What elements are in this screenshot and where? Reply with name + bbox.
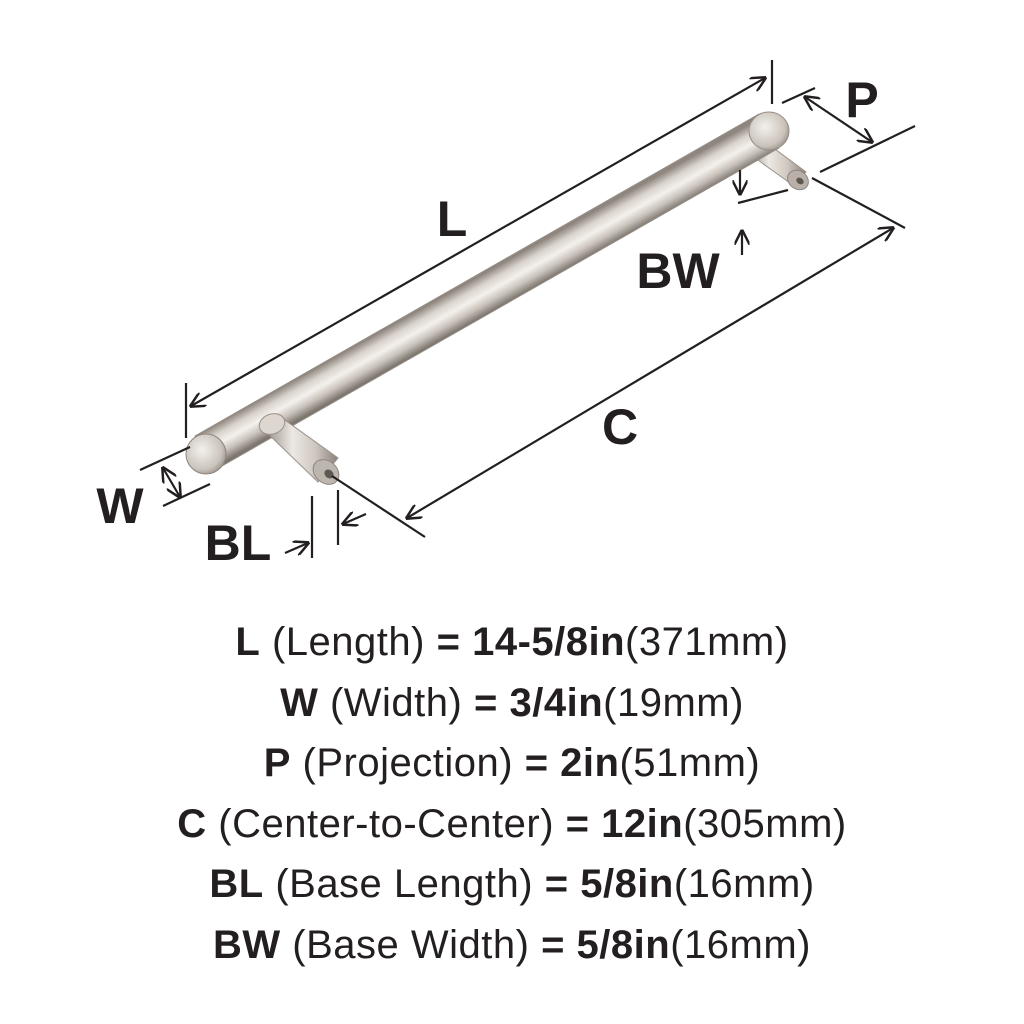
p-extension-bottom [819, 125, 916, 173]
dimension-spec-list: L (Length) = 14-5/8in(371mm) W (Width) =… [0, 612, 1024, 975]
label-bl: BL [205, 515, 272, 571]
w-extension-bottom [162, 483, 211, 507]
label-l: L [437, 191, 468, 247]
spec-metric: (16mm) [673, 862, 815, 906]
spec-equals: = [544, 862, 569, 906]
spec-base-length: BL (Base Length) = 5/8in(16mm) [0, 854, 1024, 915]
spec-symbol: C [177, 801, 207, 846]
spec-name: (Projection) [302, 741, 514, 785]
spec-equals: = [524, 741, 549, 785]
spec-metric: (19mm) [603, 680, 744, 725]
spec-imperial: 2in [560, 741, 620, 785]
handle-dimension-diagram: L P BW C W BL [96, 60, 916, 571]
c-dimension-arrow [407, 228, 893, 518]
p-dimension-arrow [805, 97, 872, 142]
spec-equals: = [565, 801, 590, 846]
spec-equals: = [436, 620, 461, 664]
spec-imperial: 14-5/8in [472, 620, 626, 664]
spec-base-width: BW (Base Width) = 5/8in(16mm) [0, 915, 1024, 976]
left-post [258, 413, 340, 485]
spec-symbol: BW [213, 922, 281, 967]
spec-symbol: BL [209, 862, 264, 906]
dimension-labels: L P BW C W BL [96, 72, 878, 571]
w-extension-top [139, 446, 191, 471]
spec-symbol: W [280, 680, 319, 725]
spec-length: L (Length) = 14-5/8in(371mm) [0, 612, 1024, 673]
bl-arrow-left [284, 543, 308, 553]
bw-extension [737, 188, 789, 205]
spec-imperial: 12in [601, 801, 684, 846]
dimension-lines [139, 60, 916, 558]
spec-name: (Center-to-Center) [218, 801, 555, 846]
spec-metric: (371mm) [625, 620, 789, 664]
spec-name: (Width) [329, 680, 463, 725]
spec-center-to-center: C (Center-to-Center) = 12in(305mm) [0, 794, 1024, 855]
spec-equals: = [541, 922, 565, 967]
label-bw: BW [636, 243, 720, 299]
spec-width: W (Width) = 3/4in(19mm) [0, 673, 1024, 734]
spec-name: (Base Length) [275, 862, 534, 906]
label-w: W [96, 478, 144, 534]
spec-metric: (16mm) [670, 922, 811, 967]
spec-equals: = [473, 680, 498, 725]
c-extension-left [331, 475, 426, 538]
spec-projection: P (Projection) = 2in(51mm) [0, 733, 1024, 794]
spec-name: (Length) [271, 620, 425, 664]
c-extension-right [811, 177, 906, 229]
spec-metric: (51mm) [619, 741, 761, 785]
handle-illustration [185, 111, 809, 485]
spec-metric: (305mm) [683, 801, 847, 846]
spec-imperial: 5/8in [576, 922, 671, 967]
spec-imperial: 3/4in [509, 680, 604, 725]
label-p: P [845, 72, 878, 128]
label-c: C [602, 399, 638, 455]
bl-arrow-right [343, 514, 367, 524]
w-dimension-arrow [163, 468, 180, 497]
spec-symbol: P [263, 741, 291, 785]
spec-imperial: 5/8in [580, 862, 674, 906]
p-extension-top [781, 86, 816, 105]
spec-symbol: L [235, 620, 261, 664]
spec-name: (Base Width) [292, 922, 530, 967]
